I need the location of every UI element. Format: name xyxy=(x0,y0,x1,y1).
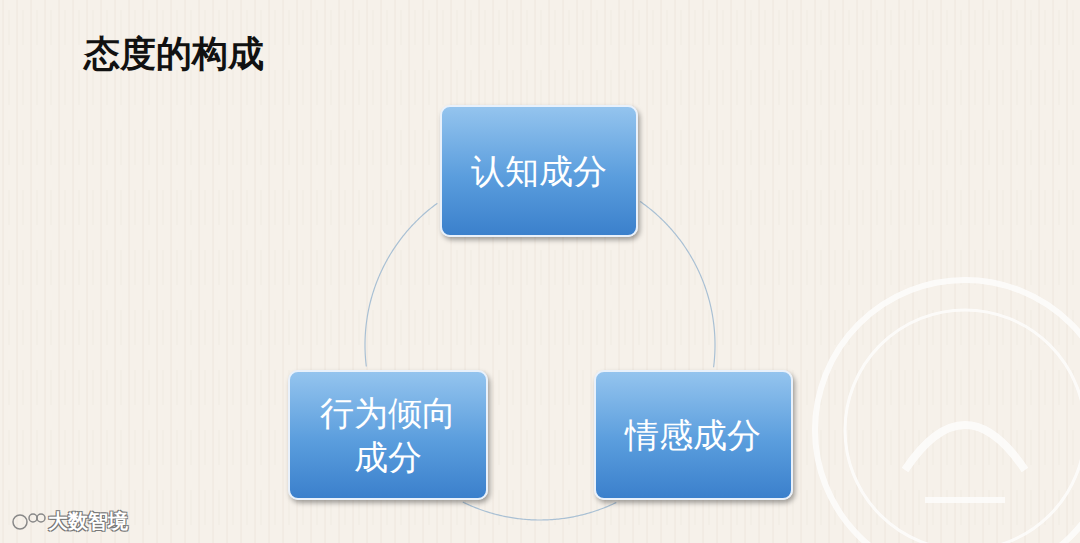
component-box: 情感成分 xyxy=(594,370,793,500)
faint-emblem xyxy=(815,280,1080,543)
logo-icon xyxy=(13,514,45,529)
cycle-connector xyxy=(365,203,437,366)
box-label: 认知成分 xyxy=(471,149,607,193)
component-box: 认知成分 xyxy=(440,105,638,237)
box-label: 行为倾向 成分 xyxy=(300,391,476,479)
box-label: 情感成分 xyxy=(625,413,761,457)
component-box: 行为倾向 成分 xyxy=(288,370,488,500)
cycle-connector xyxy=(640,201,715,367)
slide-title: 态度的构成 xyxy=(84,30,264,79)
watermark: 大数智境 xyxy=(48,508,128,535)
cycle-connector xyxy=(463,502,616,520)
